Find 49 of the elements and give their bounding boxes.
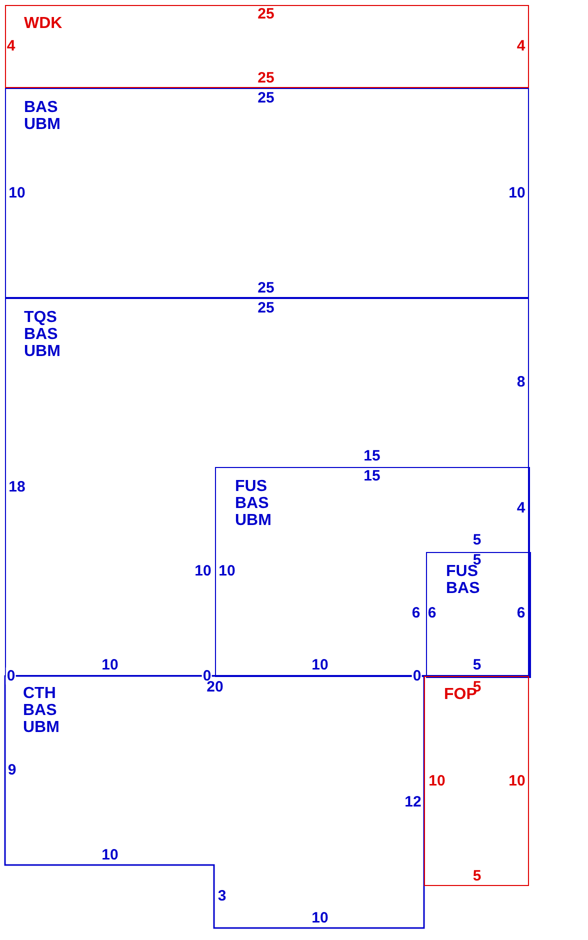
room-code: BAS bbox=[235, 495, 269, 512]
dimension-label: 10 bbox=[102, 658, 118, 672]
dimension-label: 10 bbox=[312, 910, 328, 926]
room-code: BAS bbox=[446, 580, 480, 597]
dimension-label: 15 bbox=[364, 448, 380, 464]
dimension-label: 4 bbox=[6, 38, 16, 54]
room-code: UBM bbox=[235, 512, 272, 529]
dimension-label: 12 bbox=[404, 794, 422, 810]
dimension-label: 10 bbox=[508, 186, 526, 200]
dimension-label: 10 bbox=[102, 848, 118, 862]
room-code: BAS bbox=[24, 326, 58, 343]
room-code: UBM bbox=[24, 116, 60, 133]
dimension-label: 10 bbox=[194, 564, 212, 578]
room-code: FUS bbox=[446, 563, 478, 580]
dimension-label: 10 bbox=[508, 774, 526, 788]
dimension-label: 10 bbox=[312, 658, 328, 672]
room-code: UBM bbox=[23, 719, 60, 736]
dimension-label: 25 bbox=[258, 300, 274, 316]
room-code: TQS bbox=[24, 309, 57, 326]
dimension-label: 15 bbox=[364, 468, 380, 484]
dimension-label: 4 bbox=[516, 500, 526, 516]
dimension-label: 10 bbox=[218, 564, 236, 578]
room-outline bbox=[5, 5, 529, 88]
dimension-label: 6 bbox=[428, 606, 436, 620]
dimension-label: 25 bbox=[258, 280, 274, 296]
dimension-label: 8 bbox=[516, 374, 526, 390]
dimension-label: 25 bbox=[258, 6, 274, 22]
dimension-label: 25 bbox=[258, 90, 274, 106]
dimension-label: 6 bbox=[412, 606, 420, 620]
dimension-label: 5 bbox=[472, 658, 482, 672]
room-code: UBM bbox=[24, 343, 60, 360]
room-code: BAS bbox=[23, 702, 57, 719]
room-code: WDK bbox=[24, 15, 62, 32]
dimension-label: 5 bbox=[472, 532, 482, 548]
dimension-label: 6 bbox=[516, 606, 526, 620]
dimension-label: 4 bbox=[516, 38, 526, 54]
room-outline bbox=[5, 88, 529, 298]
room-code: BAS bbox=[24, 99, 58, 116]
room-code: FUS bbox=[235, 478, 267, 495]
dimension-label: 9 bbox=[8, 762, 16, 778]
room-code: CTH bbox=[23, 685, 56, 702]
room-outline bbox=[424, 676, 529, 886]
room-outline bbox=[426, 552, 531, 678]
dimension-label: 10 bbox=[428, 774, 446, 788]
dimension-label: 5 bbox=[472, 868, 482, 884]
dimension-label: 25 bbox=[258, 70, 274, 86]
dimension-label: 3 bbox=[218, 888, 226, 904]
dimension-label: 10 bbox=[8, 186, 26, 200]
dimension-label: 18 bbox=[8, 480, 26, 494]
